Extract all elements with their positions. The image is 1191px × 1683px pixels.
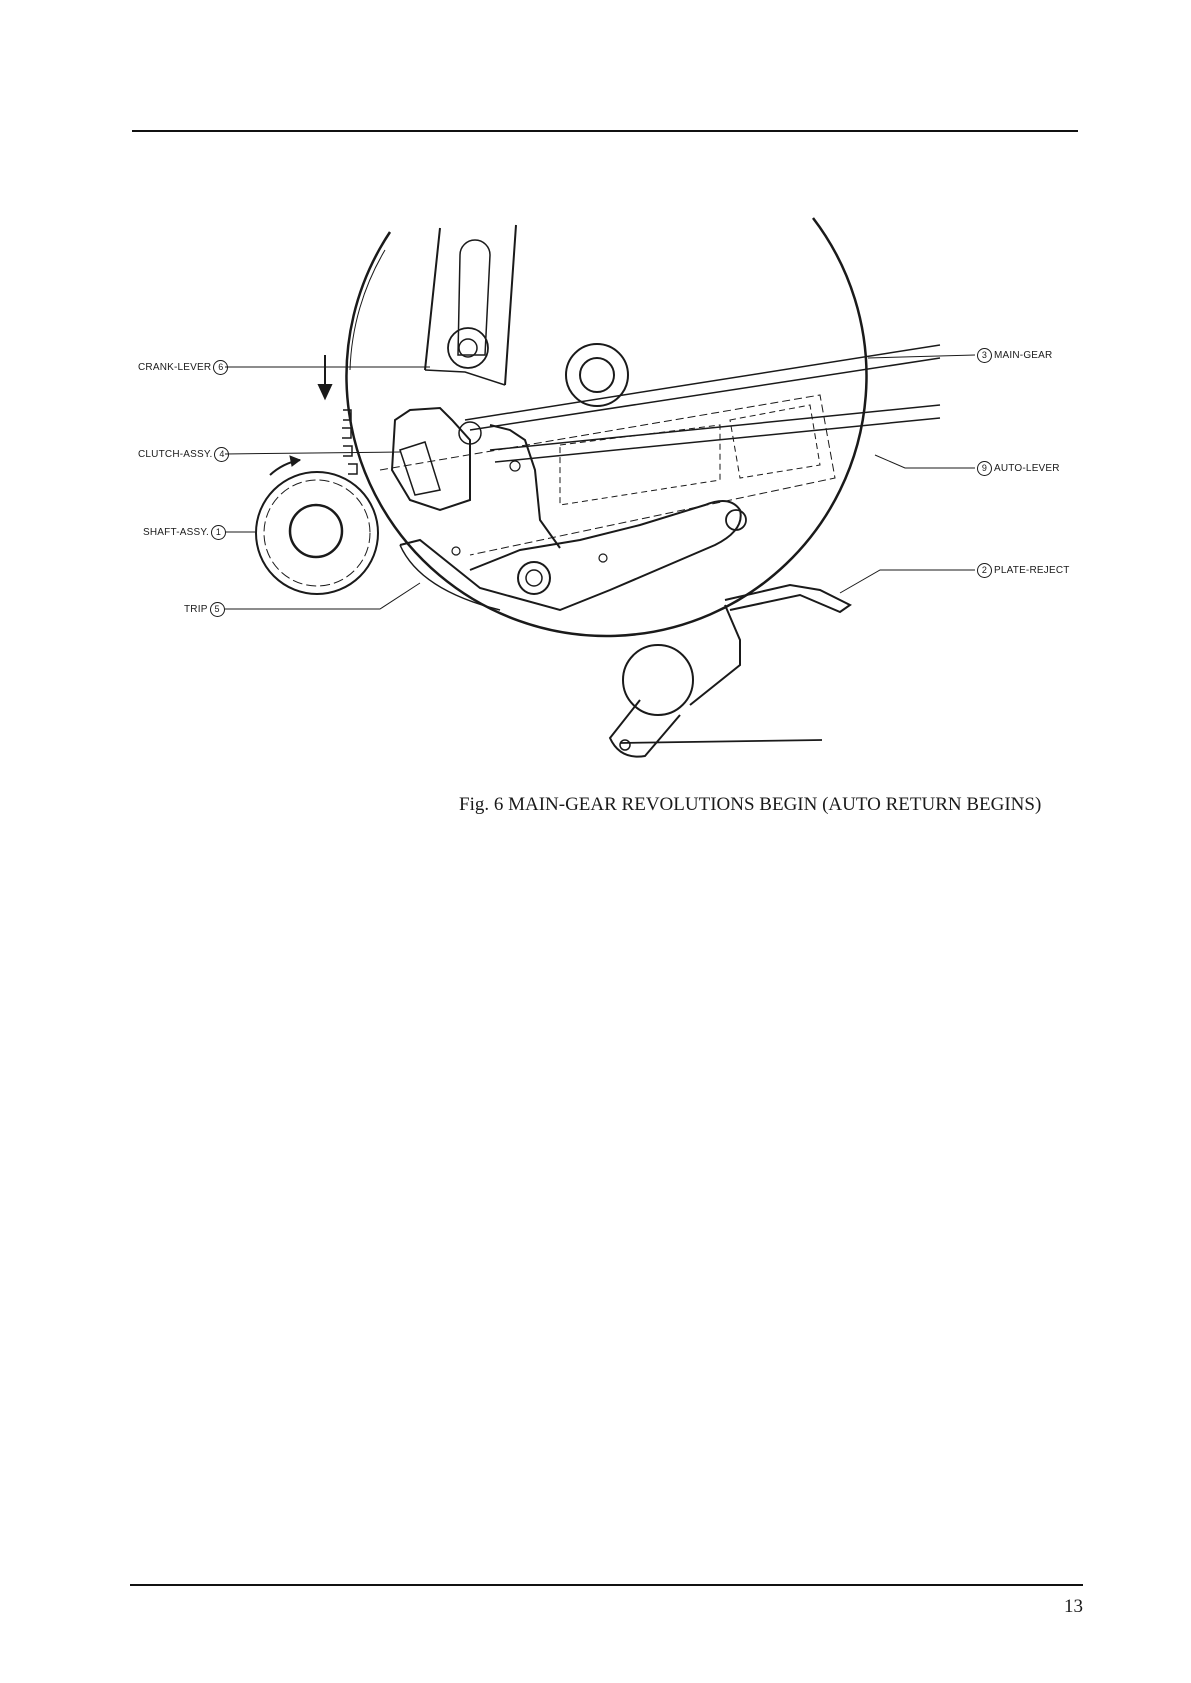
label-shaft-assy: SHAFT-ASSY.1 [143, 525, 228, 540]
label-trip-text: TRIP [184, 604, 208, 615]
leader-clutch-assy [225, 452, 400, 454]
figure-caption: Fig. 6 MAIN-GEAR REVOLUTIONS BEGIN (AUTO… [459, 794, 1041, 816]
label-shaft-assy-num: 1 [211, 525, 226, 540]
label-trip-num: 5 [210, 602, 225, 617]
plate-reject-roller [623, 645, 693, 715]
label-crank-lever-text: CRANK-LEVER [138, 362, 211, 373]
label-main-gear-num: 3 [977, 348, 992, 363]
label-clutch-assy-num: 4 [214, 447, 229, 462]
label-plate-reject-num: 2 [977, 563, 992, 578]
label-clutch-assy: CLUTCH-ASSY.4 [138, 447, 231, 462]
crank-lever-body [425, 225, 516, 385]
leader-trip [225, 583, 420, 609]
plate-reject-arm [725, 585, 850, 612]
main-gear-arc [346, 218, 866, 636]
main-gear-hub [566, 344, 628, 406]
shaft-assy-bore [290, 505, 342, 557]
crank-pin [448, 328, 488, 368]
label-plate-reject-text: PLATE-REJECT [994, 565, 1070, 576]
label-shaft-assy-text: SHAFT-ASSY. [143, 527, 209, 538]
label-auto-lever-text: AUTO-LEVER [994, 463, 1060, 474]
label-auto-lever-num: 9 [977, 461, 992, 476]
leader-main-gear [868, 355, 975, 358]
leader-plate-reject [840, 570, 975, 593]
label-main-gear-text: MAIN-GEAR [994, 350, 1052, 361]
leader-auto-lever [875, 455, 975, 468]
label-crank-lever-num: 6 [213, 360, 228, 375]
pivot-screw [518, 562, 550, 594]
crank-lever-end [425, 370, 505, 385]
label-clutch-assy-text: CLUTCH-ASSY. [138, 449, 212, 460]
page-number: 13 [1064, 1596, 1083, 1618]
shaft-assy-outer [256, 472, 378, 594]
plate-reject-rod [620, 740, 822, 743]
bottom-rule [130, 1584, 1083, 1586]
